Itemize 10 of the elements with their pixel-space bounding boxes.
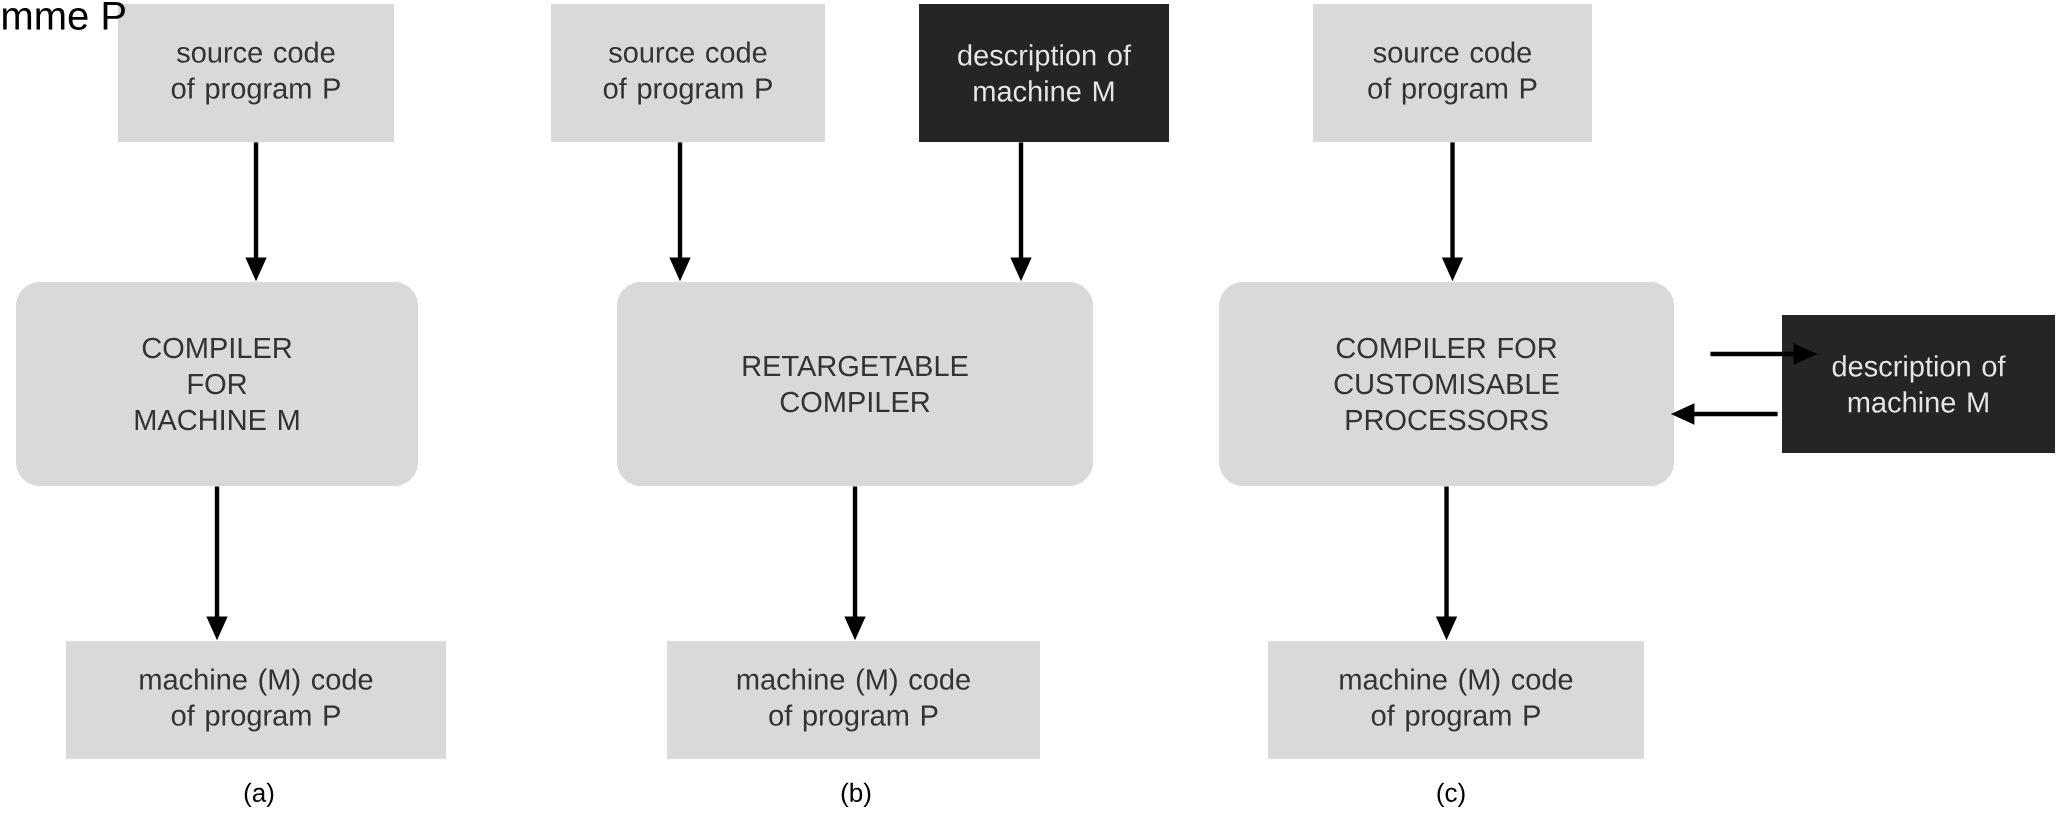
description-box: description of machine M [919,4,1169,142]
text-box: machine (M) code of program P [66,641,446,759]
text-box: source code of program P [551,4,825,142]
description-box: description of machine M [1782,315,2055,453]
text-box: machine (M) code of program P [1268,641,1644,759]
compiler-box: COMPILER FOR CUSTOMISABLE PROCESSORS [1219,282,1674,486]
compiler-box: COMPILER FOR MACHINE M [16,282,418,486]
compiler-box: RETARGETABLE COMPILER [617,282,1093,486]
text-box: machine (M) code of program P [667,641,1040,759]
text-box: source code of program P [1313,4,1592,142]
